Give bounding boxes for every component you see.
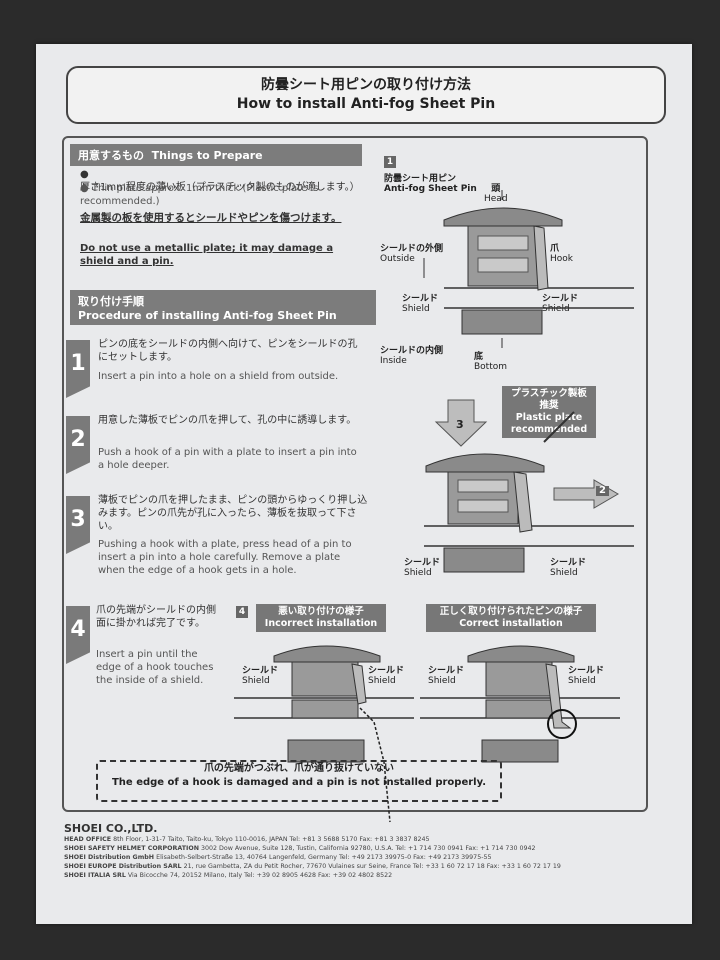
step-4-number: 4 (66, 606, 90, 664)
step-3-jp: 薄板でピンの爪を押したまま、ピンの頭からゆっくり押し込みます。ピンの爪先が孔に入… (98, 495, 368, 532)
step-3-number: 3 (66, 496, 90, 554)
step-4-en: Insert a pin until the edge of a hook to… (96, 649, 214, 686)
step-2-en: Push a hook of a pin with a plate to ins… (98, 447, 357, 471)
title-en: How to install Anti-fog Sheet Pin (236, 96, 496, 112)
warning-jp: 爪の先端がつぶれ、爪が通り抜けていない (203, 763, 395, 774)
pin-diagram-incorrect (234, 645, 414, 823)
address-line: SHOEI EUROPE Distribution SARL 21, rue G… (64, 863, 561, 870)
step-1-number: 1 (66, 340, 90, 398)
procedure-banner: 取り付け手順 Procedure of installing Anti-fog … (70, 290, 376, 325)
arrow-2-label: 2 (596, 486, 609, 496)
warning-en: The edge of a hook is damaged and a pin … (111, 777, 486, 788)
step-1-en: Insert a pin into a hole on a shield fro… (98, 371, 339, 382)
step-2-jp: 用意した薄板でピンの爪を押して、孔の中に誘導します。 (98, 415, 357, 426)
diagram-4-number: 4 (236, 606, 248, 618)
arrow-3-label: 3 (456, 418, 464, 431)
address-line: SHOEI Distribution GmbH Elisabeth-Selber… (64, 854, 492, 861)
prepare-header-jp: 用意するもの (78, 149, 144, 162)
step-2-number: 2 (66, 416, 90, 474)
address-line: SHOEI SAFETY HELMET CORPORATION 3002 Dow… (64, 845, 536, 852)
step-3-en: Pushing a hook with a plate, press head … (98, 539, 352, 576)
title-jp: 防曇シート用ピンの取り付け方法 (261, 77, 471, 93)
title-box: 防曇シート用ピンの取り付け方法 How to install Anti-fog … (66, 66, 666, 124)
caution-jp: 金属製の板を使用するとシールドやピンを傷つけます。 (80, 212, 342, 224)
procedure-header-en: Procedure of installing Anti-fog Sheet P… (78, 309, 337, 322)
footer: SHOEI CO.,LTD. HEAD OFFICE 8th Floor, 1-… (64, 822, 664, 880)
address-line: SHOEI ITALIA SRL Via Bicocche 74, 20152 … (64, 872, 393, 879)
warning-box: 爪の先端がつぶれ、爪が通り抜けていない The edge of a hook i… (96, 760, 502, 802)
diagram-1-number: 1 (384, 156, 396, 168)
caution-en: Do not use a metallic plate; it may dama… (80, 243, 334, 267)
pin-diagram-1 (423, 190, 634, 348)
company-name: SHOEI CO.,LTD. (64, 822, 158, 835)
prepare-header-en: Things to Prepare (151, 149, 263, 162)
prepare-banner: 用意するもの Things to Prepare (70, 144, 362, 166)
procedure-header-jp: 取り付け手順 (78, 295, 144, 308)
step-4-jp: 爪の先端がシールドの内側面に掛かれば完了です。 (96, 605, 216, 629)
down-arrow-3 (434, 399, 488, 447)
pin-diagram-2 (424, 411, 634, 573)
address-line: HEAD OFFICE 8th Floor, 1-31-7 Taito, Tai… (64, 836, 430, 843)
content-box: 用意するもの Things to Prepare ● 厚さ1mm程度の薄い板（プ… (62, 136, 648, 823)
prepare-item-en: ● Thin plate approx. 1mm thick (Plastic … (80, 183, 319, 207)
pin-diagram-correct (420, 645, 620, 763)
prepare-item-jp: ● 厚さ1mm程度の薄い板（プラスチック製のものが適します。） (80, 169, 360, 193)
instruction-sheet: 防曇シート用ピンの取り付け方法 How to install Anti-fog … (36, 44, 692, 924)
step-1-jp: ピンの底をシールドの内側へ向けて、ピンをシールドの孔にセットします。 (98, 339, 358, 363)
